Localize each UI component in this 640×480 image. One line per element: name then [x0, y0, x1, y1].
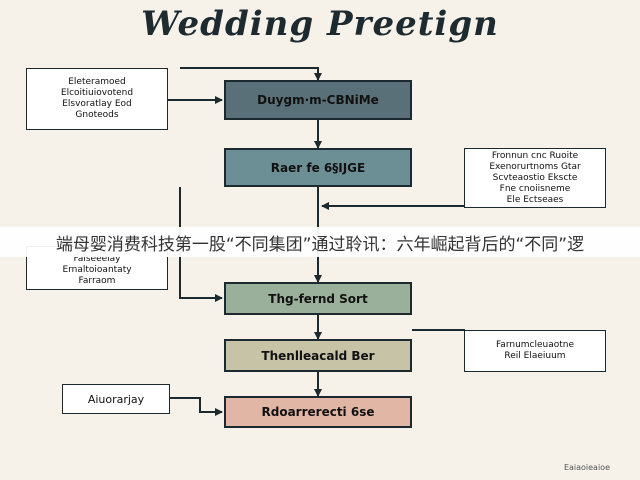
- note-line: Eleteramoed: [68, 77, 126, 87]
- flow-node-4: Thenlleacald Ber: [224, 339, 412, 372]
- edge-n2-branch-to-n3: [179, 187, 223, 302]
- note-line: Ernaltoioantaty: [62, 265, 132, 275]
- note-line: Aiuorarjay: [87, 392, 145, 406]
- edge-top-to-n1: [180, 67, 322, 81]
- note-line: Scvteaostio Ekscte: [492, 172, 578, 183]
- note-line: Elcoitiuiovotend: [60, 88, 134, 98]
- edge-leftbottom-to-n5: [170, 397, 223, 416]
- flow-node-1: Duygm·m-CBNiMe: [224, 80, 412, 120]
- flow-node-2-label: Raer fe 6§IJGE: [270, 160, 366, 175]
- note-right-top: Fronnun cnc Ruoite Exenorurtnoms Gtar Sc…: [464, 148, 606, 208]
- note-line: Gnoteods: [75, 110, 119, 120]
- flow-node-1-label: Duygm·m-CBNiMe: [257, 93, 379, 107]
- news-banner: 端母婴消费科技第一股“不同集团”通过聆讯：六年崛起背后的“不同”逻: [0, 227, 640, 257]
- flow-node-2: Raer fe 6§IJGE: [224, 148, 412, 187]
- flow-node-5-label: Rdoarrerecti 6se: [261, 405, 375, 419]
- note-line: Faiseeeiay: [73, 254, 121, 264]
- note-line: Exenorurtnoms Gtar: [489, 161, 581, 172]
- note-line: Fronnun cnc Ruoite: [491, 150, 579, 161]
- note-right-mid: Farnumcleuaotne Reil Elaeiuum: [464, 330, 606, 372]
- footnote-text: Eaiaoieaioe: [563, 463, 610, 472]
- flow-node-3-label: Thg-fernd Sort: [268, 291, 368, 306]
- flow-node-4-label: Thenlleacald Ber: [261, 348, 375, 363]
- flow-node-5: Rdoarrerecti 6se: [224, 396, 412, 428]
- flow-node-3: Thg-fernd Sort: [224, 282, 412, 315]
- note-left-bottom: Aiuorarjay: [62, 384, 170, 414]
- note-line: Elsvoratlay Eod: [62, 99, 132, 109]
- note-line: Reil Elaeiuum: [504, 351, 566, 361]
- note-left-top: Eleteramoed Elcoitiuiovotend Elsvoratlay…: [26, 68, 168, 130]
- note-line: Fne cnoiisneme: [499, 183, 571, 194]
- diagram-title: Wedding Preetign: [141, 4, 499, 44]
- note-line: Farnumcleuaotne: [495, 340, 575, 350]
- note-line: Farraom: [78, 276, 116, 286]
- note-line: Ele Ectseaes: [506, 194, 564, 205]
- edge-right-top-to-n2: [321, 190, 466, 210]
